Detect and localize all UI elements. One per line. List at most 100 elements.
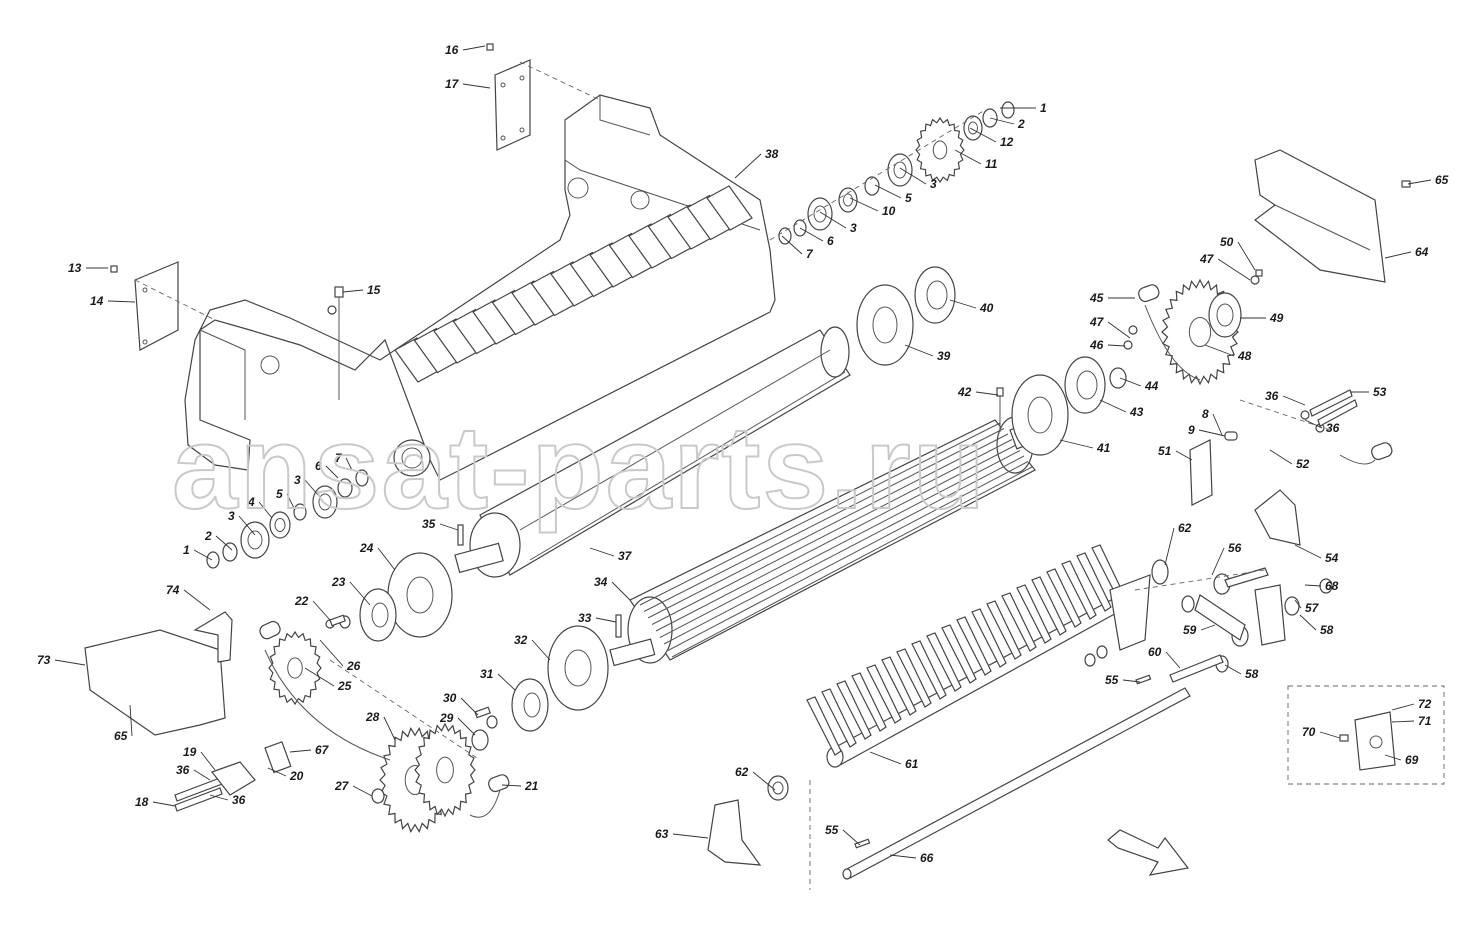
callout-label-part-7: 7 <box>806 247 814 261</box>
callout-leader-c70 <box>1319 731 1341 739</box>
callout-leader-c10 <box>849 197 879 212</box>
callout-label-part-20: 20 <box>289 769 304 783</box>
flange-31 <box>511 678 549 732</box>
callout-label-part-71: 71 <box>1418 714 1432 728</box>
callout-label-part-4: 4 <box>247 495 255 509</box>
bracket-14 <box>134 261 179 351</box>
callout-leader-c33 <box>595 617 617 623</box>
callout-label-part-62: 62 <box>735 765 749 779</box>
callout-leader-c68 <box>1304 584 1322 587</box>
callout-label-part-2: 2 <box>1017 117 1025 131</box>
fluted-roller-34 <box>609 416 1039 667</box>
callout-label-part-55: 55 <box>1105 673 1119 687</box>
assembly-lines <box>134 61 1331 890</box>
callout-label-part-45: 45 <box>1089 291 1104 305</box>
callout-leader-c35 <box>439 523 459 531</box>
callout-leader-c51 <box>1175 450 1193 461</box>
tine <box>1001 592 1037 652</box>
ring <box>767 775 789 801</box>
callout-leader-c36 <box>1282 395 1306 406</box>
callout-leader-c32 <box>531 639 551 661</box>
callout-leader-c14 <box>107 300 136 303</box>
callout-label-part-34: 34 <box>594 575 608 589</box>
ring <box>1001 101 1015 119</box>
callout-label-part-42: 42 <box>957 385 972 399</box>
callout-label-part-41: 41 <box>1096 441 1111 455</box>
callout-leader-c40 <box>949 299 977 309</box>
callout-leader-c17 <box>462 83 491 89</box>
callout-label-part-43: 43 <box>1129 405 1144 419</box>
callout-label-part-44: 44 <box>1144 379 1159 393</box>
callout-label-part-54: 54 <box>1325 551 1339 565</box>
callout-label-part-68: 68 <box>1325 579 1339 593</box>
callout-leader-c5 <box>874 184 902 199</box>
callout-leader-c55 <box>842 829 861 846</box>
ring <box>1151 559 1169 585</box>
tine <box>866 664 902 724</box>
callout-leader-c36 <box>209 794 229 801</box>
tine <box>971 608 1007 668</box>
roller-flute <box>663 455 1025 645</box>
callout-leader-c43 <box>1099 399 1127 413</box>
rotor-housing-frame <box>184 94 776 481</box>
watermark: ansat-parts.ru <box>172 402 987 534</box>
callout-leader-c25 <box>304 667 335 687</box>
callout-label-part-36: 36 <box>232 793 246 807</box>
callout-label-part-58: 58 <box>1245 667 1259 681</box>
callout-label-part-57: 57 <box>1305 601 1320 615</box>
tine <box>881 656 917 716</box>
callout-leader-c61 <box>869 751 902 765</box>
callout-leader-c72 <box>1391 703 1415 711</box>
callout-leader-c3 <box>819 211 847 229</box>
callout-label-part-17: 17 <box>445 77 460 91</box>
ring <box>293 503 307 521</box>
callout-label-part-63: 63 <box>655 827 669 841</box>
callout-leader-c74 <box>183 589 211 611</box>
callout-label-part-3: 3 <box>294 473 301 487</box>
callout-label-part-36: 36 <box>1265 389 1279 403</box>
callout-label-part-5: 5 <box>905 191 912 205</box>
tine <box>1061 560 1097 620</box>
callout-label-part-49: 49 <box>1269 311 1284 325</box>
callout-label-part-28: 28 <box>365 710 380 724</box>
callout-leader-c31 <box>497 673 516 691</box>
callout-label-part-24: 24 <box>359 541 374 555</box>
tine <box>986 600 1022 660</box>
ring <box>206 551 220 569</box>
ring <box>963 115 983 141</box>
ring-bore <box>1216 303 1234 327</box>
callout-leader-c30 <box>460 697 479 716</box>
callout-label-part-6: 6 <box>827 234 834 248</box>
callout-label-part-65: 65 <box>1435 173 1449 187</box>
ring <box>807 197 833 231</box>
tine <box>1031 576 1067 636</box>
callout-leader-c2 <box>989 117 1015 125</box>
callout-label-part-22: 22 <box>294 594 309 608</box>
part-number-callouts: 1212113510367381617131415656450474547464… <box>37 43 1449 865</box>
callout-leader-c38 <box>734 153 762 179</box>
callout-leader-c59 <box>1200 624 1216 631</box>
callout-leader-c39 <box>904 344 934 357</box>
tine <box>836 680 872 740</box>
callout-label-part-33: 33 <box>578 611 592 625</box>
callout-label-part-35: 35 <box>422 517 436 531</box>
callout-label-part-10: 10 <box>882 204 896 218</box>
callout-leader-c50 <box>1237 241 1256 271</box>
callout-label-part-64: 64 <box>1415 245 1429 259</box>
callout-leader-c47 <box>1107 321 1131 339</box>
ring <box>1128 325 1138 335</box>
callout-leader-c34 <box>611 581 631 601</box>
roller-flute <box>659 450 1021 638</box>
callout-leader-c28 <box>383 716 396 741</box>
callout-label-part-39: 39 <box>937 349 951 363</box>
callout-label-part-69: 69 <box>1405 753 1419 767</box>
callout-leader-c18 <box>152 801 176 807</box>
callout-label-part-61: 61 <box>905 757 919 771</box>
callout-label-part-21: 21 <box>524 779 539 793</box>
callout-leader-c7 <box>345 457 353 471</box>
callout-label-part-47: 47 <box>1199 252 1215 266</box>
rotor-drum-37 <box>454 326 851 578</box>
sprocket-25 <box>268 630 322 706</box>
callout-leader-c26 <box>319 639 344 667</box>
